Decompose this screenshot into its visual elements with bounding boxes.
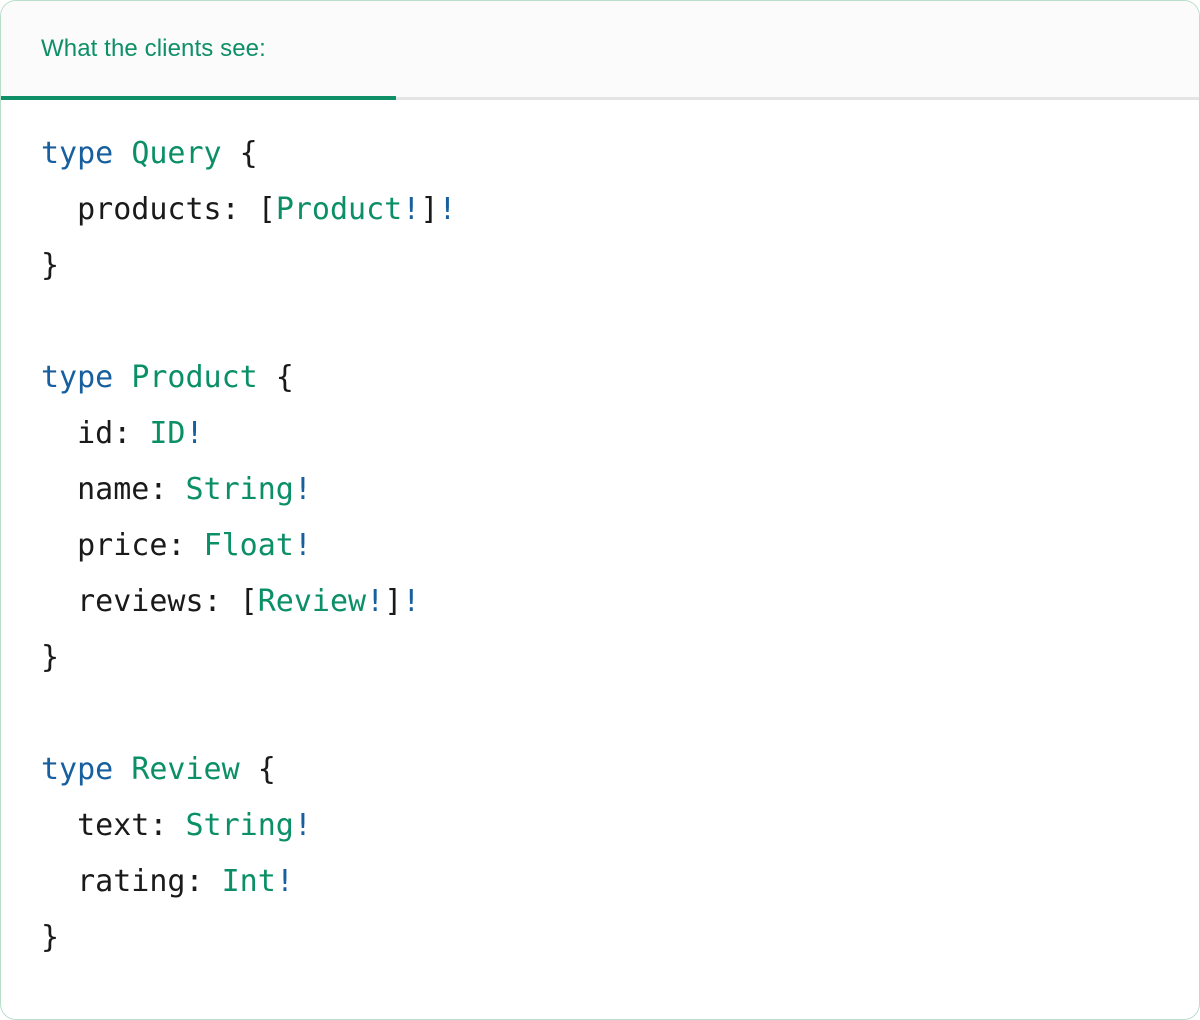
code-token: ! [293,472,312,507]
code-token [113,360,131,395]
code-body: type Query { products: [Product!]! } typ… [1,100,1199,966]
code-token: text: [41,808,186,843]
code-line [41,294,1199,350]
code-line: rating: Int! [41,854,1199,910]
code-token: Product [131,360,258,395]
code-token [113,136,131,171]
code-line: name: String! [41,462,1199,518]
code-token: } [41,248,60,283]
code-token: Review [131,752,240,787]
code-lines-container: type Query { products: [Product!]! } typ… [41,126,1199,966]
code-token: Product [275,192,403,227]
code-token: products: [ [41,192,276,227]
code-token: Int [221,864,276,899]
code-token: type [41,752,114,787]
code-line: } [41,238,1199,294]
code-token: reviews: [ [41,584,258,619]
code-token: String [185,808,294,843]
code-token: type [41,360,114,395]
code-token [41,696,59,731]
code-token: Float [203,528,294,563]
code-line: reviews: [Review!]! [41,574,1199,630]
code-line: type Product { [41,350,1199,406]
code-line: id: ID! [41,406,1199,462]
tab-strip: What the clients see: [1,1,1199,100]
code-token: price: [41,528,204,563]
code-token: ! [402,192,421,227]
code-token: ! [366,584,385,619]
code-token: ! [402,584,421,619]
code-line: price: Float! [41,518,1199,574]
code-line: } [41,910,1199,966]
code-token: Query [131,136,222,171]
graphql-schema-code: type Query { products: [Product!]! } typ… [41,126,1199,966]
code-token: } [41,920,60,955]
code-line: type Review { [41,742,1199,798]
code-token: ! [275,864,294,899]
code-token: } [41,640,60,675]
code-line [41,686,1199,742]
code-line: products: [Product!]! [41,182,1199,238]
tab-what-the-clients-see[interactable]: What the clients see: [1,1,396,100]
code-token: ! [185,416,204,451]
code-token: type [41,136,114,171]
code-token: ! [293,528,312,563]
code-token: { [221,136,258,171]
code-token [41,304,59,339]
code-token [113,752,131,787]
code-token: ] [384,584,403,619]
tab-label: What the clients see: [41,34,266,62]
code-token: name: [41,472,186,507]
code-token: { [239,752,276,787]
code-line: text: String! [41,798,1199,854]
code-token: ID [149,416,186,451]
code-token: ] [420,192,439,227]
code-token: String [185,472,294,507]
code-token: rating: [41,864,222,899]
code-token: ! [293,808,312,843]
code-token: { [257,360,294,395]
code-token: Review [257,584,367,619]
code-token: ! [438,192,457,227]
code-token: id: [41,416,150,451]
code-line: } [41,630,1199,686]
code-line: type Query { [41,126,1199,182]
